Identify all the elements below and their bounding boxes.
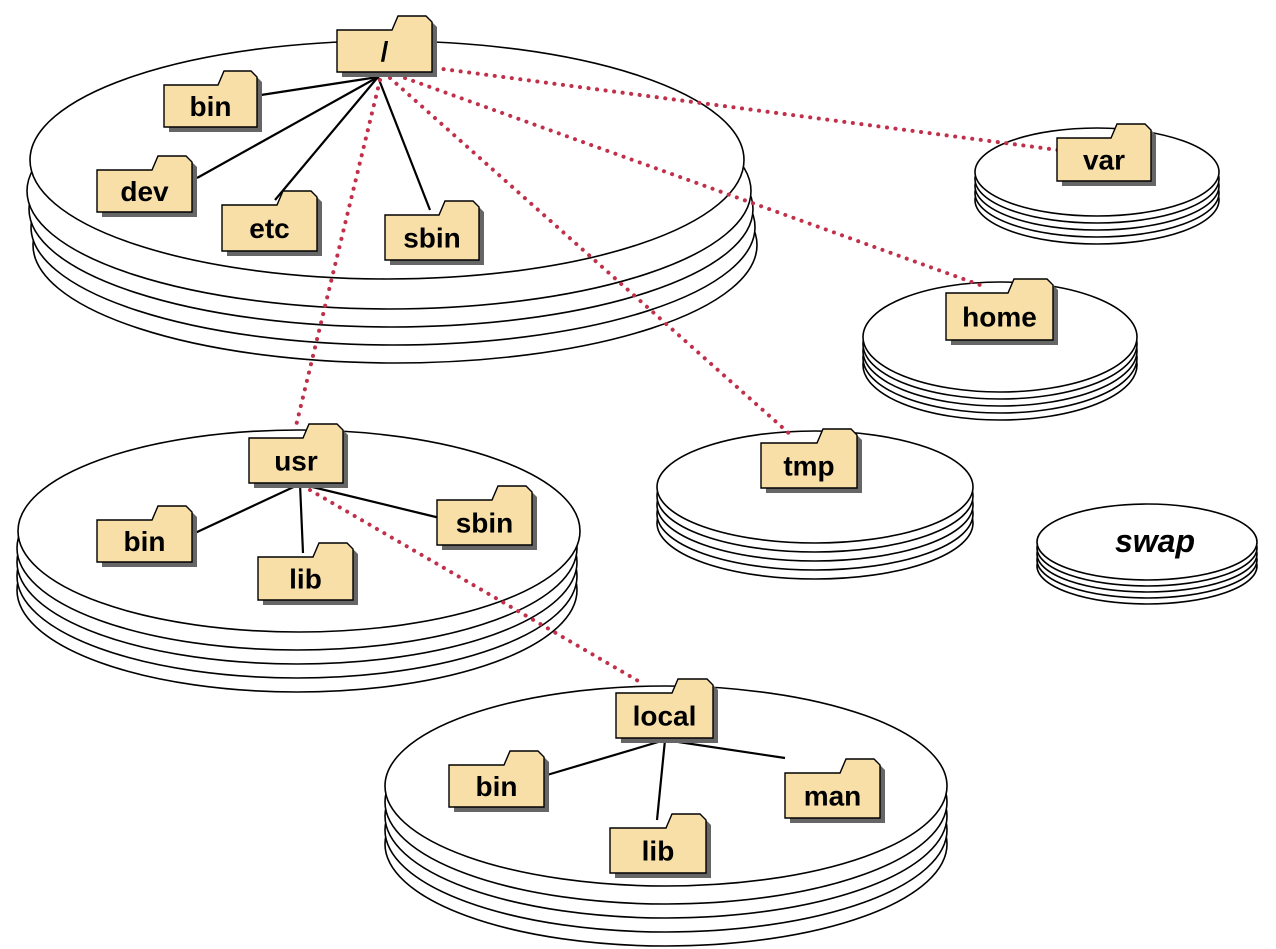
folder-usr: usr <box>248 423 348 488</box>
folder-icon <box>163 70 258 128</box>
folder-label: etc <box>249 213 289 244</box>
folder-label: lib <box>289 564 322 595</box>
tree-links <box>194 75 786 821</box>
folder-icon <box>436 485 533 546</box>
folder-local: local <box>615 678 718 743</box>
folder-home: home <box>945 278 1058 345</box>
folder-icon <box>221 190 318 252</box>
folder-var: var <box>1056 123 1156 186</box>
folder-icon <box>1056 123 1152 182</box>
folder-usr-sbin: sbin <box>436 485 537 550</box>
disk-swap <box>1036 503 1258 605</box>
mount-links <box>293 66 1060 684</box>
folder-label: sbin <box>456 508 514 539</box>
folder-icon <box>784 758 881 819</box>
folder-label: bin <box>190 91 232 122</box>
folder-bin: bin <box>163 70 262 132</box>
folder-sbin: sbin <box>384 200 484 265</box>
folder-label: tmp <box>783 451 834 482</box>
folder-label: var <box>1083 145 1125 176</box>
folder-label: sbin <box>403 223 461 254</box>
folder-usr-lib: lib <box>257 542 358 605</box>
folder-label: man <box>804 781 862 812</box>
folder-icon <box>257 542 354 601</box>
folder-local-man: man <box>784 758 885 823</box>
folder-icon <box>448 750 545 808</box>
folder-icon <box>945 278 1054 341</box>
folder-label: local <box>633 701 697 732</box>
folder-etc: etc <box>221 190 322 256</box>
folder-usr-bin: bin <box>96 505 197 567</box>
folder-label: / <box>381 36 389 67</box>
folder-root: / <box>336 15 437 77</box>
folder-icon <box>248 423 344 484</box>
swap-label: swap <box>1115 523 1195 559</box>
folder-icon <box>96 155 193 213</box>
folder-dev: dev <box>96 155 197 217</box>
folder-icon <box>609 813 707 874</box>
folder-icon <box>760 428 858 489</box>
folder-label: dev <box>120 176 169 207</box>
folder-label: bin <box>476 771 518 802</box>
folder-local-lib: lib <box>609 813 711 878</box>
folder-label: usr <box>274 446 318 477</box>
folder-icon <box>336 15 433 73</box>
folder-icon <box>96 505 193 563</box>
folder-label: home <box>962 302 1037 333</box>
folder-icon <box>615 678 714 739</box>
folder-tmp: tmp <box>760 428 862 493</box>
folder-label: lib <box>642 836 675 867</box>
folder-label: bin <box>124 526 166 557</box>
disk-tmp <box>656 430 974 580</box>
folder-icon <box>384 200 480 261</box>
folder-local-bin: bin <box>448 750 549 812</box>
